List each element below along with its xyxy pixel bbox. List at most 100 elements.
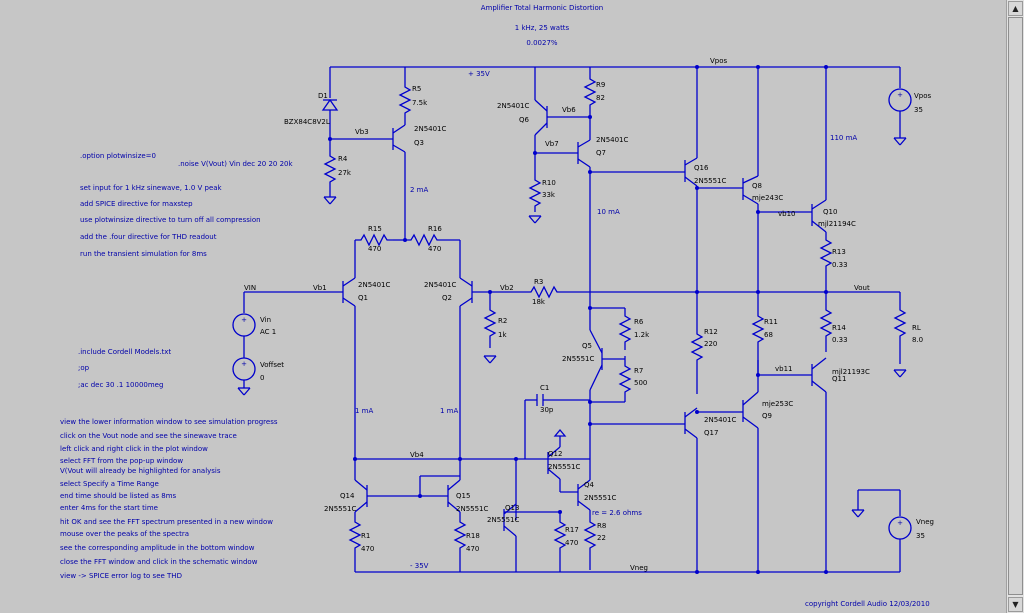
transistor-q5[interactable]: [589, 329, 625, 391]
net-label[interactable]: Vb7: [545, 140, 559, 148]
resistor-r9[interactable]: [583, 67, 597, 117]
part-label[interactable]: R2: [498, 317, 507, 325]
net-label[interactable]: + 35V: [468, 70, 490, 78]
part-label[interactable]: 470: [466, 545, 479, 553]
part-label[interactable]: 2N5401C: [358, 281, 391, 289]
part-label[interactable]: 18k: [532, 298, 546, 306]
transistor-q6[interactable]: [534, 99, 590, 136]
part-label[interactable]: 0: [260, 374, 264, 382]
transistor-q8[interactable]: [742, 175, 759, 205]
vertical-scrollbar[interactable]: ▲ ▼: [1006, 0, 1024, 613]
net-label[interactable]: Vb3: [355, 128, 369, 136]
resistor-r11[interactable]: [751, 310, 765, 376]
part-label[interactable]: R9: [596, 81, 605, 89]
part-label[interactable]: 7.5k: [412, 99, 428, 107]
part-label[interactable]: 82: [596, 94, 605, 102]
note-line[interactable]: enter 4ms for the start time: [60, 504, 158, 512]
part-label[interactable]: R6: [634, 318, 644, 326]
scroll-up-icon[interactable]: ▲: [1008, 1, 1023, 16]
transistor-q12[interactable]: [547, 446, 561, 480]
part-label[interactable]: R10: [542, 179, 556, 187]
note-line[interactable]: add the .four directive for THD readout: [80, 233, 217, 241]
resistor-r3[interactable]: [525, 285, 563, 299]
resistor-r15[interactable]: [355, 233, 393, 247]
net-label[interactable]: Vb6: [562, 106, 576, 114]
part-label[interactable]: 2N5551C: [487, 516, 520, 524]
directive-ac[interactable]: ;ac dec 30 .1 10000meg: [78, 381, 163, 389]
note-line[interactable]: see the corresponding amplitude in the b…: [60, 544, 255, 552]
part-label[interactable]: R13: [832, 248, 846, 256]
resistor-r14[interactable]: [819, 292, 833, 352]
transistor-q3[interactable]: [330, 124, 406, 240]
part-label[interactable]: 500: [634, 379, 647, 387]
resistor-r8[interactable]: [583, 510, 597, 570]
resistor-r16[interactable]: [405, 233, 443, 247]
part-label[interactable]: 2N5551C: [324, 505, 357, 513]
part-label[interactable]: R3: [534, 278, 543, 286]
directive-op[interactable]: ;op: [78, 364, 90, 372]
transistor-q11[interactable]: [811, 357, 827, 393]
part-label[interactable]: 2N5401C: [497, 102, 530, 110]
part-label[interactable]: R5: [412, 85, 421, 93]
transistor-q14[interactable]: [354, 479, 448, 513]
resistor-r6[interactable]: [618, 308, 632, 350]
resistor-r10[interactable]: [528, 176, 542, 212]
resistor-r2[interactable]: [483, 292, 497, 348]
net-label[interactable]: - 35V: [410, 562, 429, 570]
part-label[interactable]: 2N5551C: [548, 463, 581, 471]
resistor-r13[interactable]: [819, 232, 833, 292]
note-line[interactable]: close the FFT window and click in the sc…: [60, 558, 258, 566]
part-label[interactable]: Q4: [584, 481, 595, 489]
net-label[interactable]: Vneg: [630, 564, 648, 572]
note-line[interactable]: left click and right click in the plot w…: [60, 445, 208, 453]
part-label[interactable]: 27k: [338, 169, 352, 177]
part-label[interactable]: R7: [634, 367, 643, 375]
directive-option[interactable]: .option plotwinsize=0: [80, 152, 156, 160]
scrollbar-thumb[interactable]: [1008, 17, 1023, 595]
transistor-q9[interactable]: [742, 391, 759, 429]
part-label[interactable]: 2N5401C: [414, 125, 447, 133]
transistor-q1[interactable]: [244, 277, 356, 480]
part-label[interactable]: Q8: [752, 182, 762, 190]
resistor-r7[interactable]: [618, 362, 632, 402]
part-label[interactable]: 0.33: [832, 261, 848, 269]
part-label[interactable]: Q17: [704, 429, 718, 437]
part-label[interactable]: Q6: [519, 116, 530, 124]
part-label[interactable]: Q2: [442, 294, 452, 302]
part-label[interactable]: mje253C: [762, 400, 793, 408]
part-label[interactable]: 470: [428, 245, 441, 253]
part-label[interactable]: Q9: [762, 412, 772, 420]
part-label[interactable]: Vpos: [914, 92, 932, 100]
part-label[interactable]: 35: [916, 532, 925, 540]
part-label[interactable]: 33k: [542, 191, 556, 199]
net-label[interactable]: vb11: [775, 365, 793, 373]
scroll-down-icon[interactable]: ▼: [1008, 597, 1023, 612]
note-line[interactable]: click on the Vout node and see the sinew…: [60, 432, 237, 440]
part-label[interactable]: C1: [540, 384, 549, 392]
part-label[interactable]: Vin: [260, 316, 271, 324]
part-label[interactable]: Q12: [548, 450, 562, 458]
note-line[interactable]: select Specify a Time Range: [60, 480, 159, 488]
note-line[interactable]: V(Vout will already be highlighted for a…: [60, 467, 221, 475]
part-label[interactable]: Q10: [823, 208, 837, 216]
note-line[interactable]: use plotwinsize directive to turn off al…: [80, 216, 261, 224]
part-label[interactable]: R18: [466, 532, 480, 540]
transistor-q13[interactable]: [503, 459, 517, 537]
part-label[interactable]: Q16: [694, 164, 709, 172]
part-label[interactable]: R14: [832, 324, 846, 332]
transistor-q17[interactable]: [684, 407, 698, 439]
resistor-r12[interactable]: [690, 330, 704, 394]
note-line[interactable]: view -> SPICE error log to see THD: [60, 572, 182, 580]
part-label[interactable]: Q14: [340, 492, 355, 500]
part-label[interactable]: R4: [338, 155, 348, 163]
net-label[interactable]: Vb4: [410, 451, 424, 459]
transistor-q10[interactable]: [811, 199, 827, 233]
part-label[interactable]: Voffset: [260, 361, 284, 369]
transistor-q7[interactable]: [535, 139, 591, 168]
resistor-r1[interactable]: [348, 512, 362, 572]
part-label[interactable]: 2N5401C: [424, 281, 457, 289]
part-label[interactable]: 470: [361, 545, 374, 553]
resistor-r17[interactable]: [553, 512, 567, 572]
part-label[interactable]: Q13: [505, 504, 519, 512]
